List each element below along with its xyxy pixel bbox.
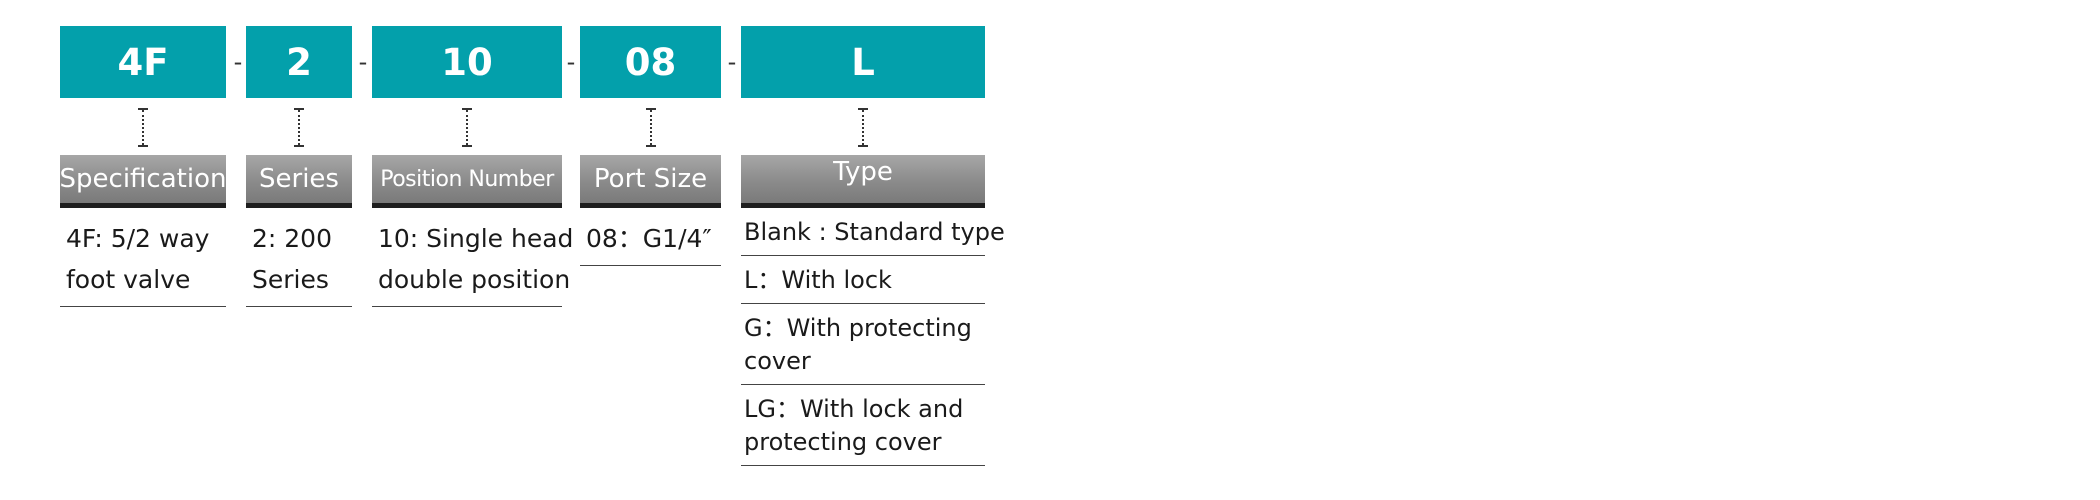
- connector-type: [741, 98, 985, 155]
- code-type: L: [851, 40, 875, 84]
- column-position-number: 10 Position Number 10: Single head doubl…: [372, 26, 574, 307]
- code-box-specification: 4F: [60, 26, 226, 98]
- type-option: L：With lock: [741, 256, 985, 304]
- type-option-line: LG：With lock and: [744, 395, 964, 423]
- connector-series: [246, 98, 352, 155]
- label-port-size: Port Size: [580, 155, 721, 208]
- connector-position-number: [372, 98, 562, 155]
- description-line: double position: [378, 265, 571, 294]
- type-option-line: G：With protecting: [744, 314, 972, 342]
- connector-port-size: [580, 98, 721, 155]
- type-option: G：With protecting cover: [741, 304, 985, 385]
- description-line: 2: 200: [252, 224, 332, 253]
- description-position-number: 10: Single head double position: [372, 208, 574, 307]
- separator: -: [358, 48, 368, 76]
- label-specification: Specification: [60, 155, 226, 208]
- column-specification: 4F Specification 4F: 5/2 way foot valve: [60, 26, 226, 307]
- description-line: 08：G1/4″: [586, 224, 712, 253]
- code-box-series: 2: [246, 26, 352, 98]
- type-option-line: L：With lock: [744, 266, 892, 294]
- description-port-size: 08：G1/4″: [580, 208, 721, 266]
- description-line: 10: Single head: [378, 224, 574, 253]
- separator: -: [233, 48, 243, 76]
- separator: -: [566, 48, 576, 76]
- code-series: 2: [286, 40, 312, 84]
- type-option: LG：With lock and protecting cover: [741, 385, 985, 466]
- column-series: 2 Series 2: 200 Series: [246, 26, 352, 307]
- description-series: 2: 200 Series: [246, 208, 352, 307]
- code-box-position-number: 10: [372, 26, 562, 98]
- label-position-number: Position Number: [372, 155, 562, 208]
- connector-specification: [60, 98, 226, 155]
- code-box-type: L: [741, 26, 985, 98]
- type-option: Blank : Standard type: [741, 208, 1005, 256]
- description-line: 4F: 5/2 way: [66, 224, 210, 253]
- column-port-size: 08 Port Size 08：G1/4″: [580, 26, 721, 266]
- type-option-line: cover: [744, 347, 811, 375]
- description-specification: 4F: 5/2 way foot valve: [60, 208, 226, 307]
- code-specification: 4F: [117, 40, 169, 84]
- label-type: Type: [741, 155, 985, 208]
- description-line: foot valve: [66, 265, 191, 294]
- type-option-line: Blank : Standard type: [744, 218, 1005, 246]
- label-series: Series: [246, 155, 352, 208]
- code-position-number: 10: [441, 40, 493, 84]
- code-box-port-size: 08: [580, 26, 721, 98]
- type-option-line: protecting cover: [744, 428, 942, 456]
- column-type: L Type Blank : Standard type L：With lock…: [741, 26, 1005, 466]
- code-port-size: 08: [624, 40, 677, 84]
- separator: -: [727, 48, 737, 76]
- description-line: Series: [252, 265, 329, 294]
